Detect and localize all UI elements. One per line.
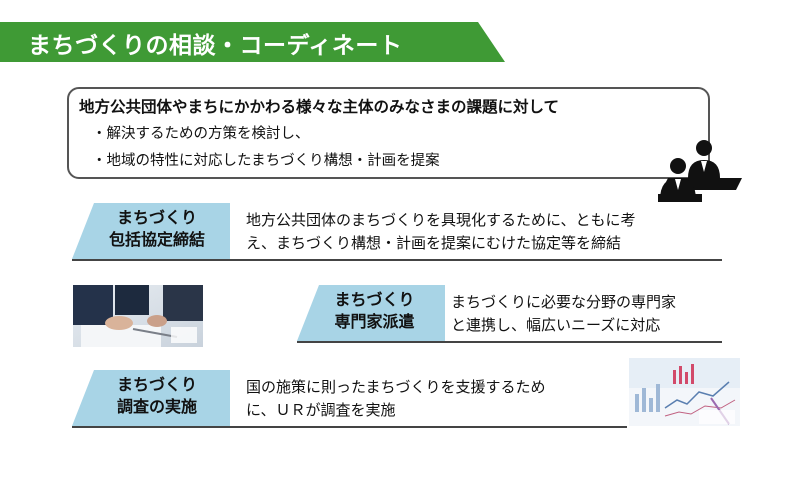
- page-title: まちづくりの相談・コーディネート: [28, 33, 403, 59]
- intro-bullet: ・解決するための方策を検討し、: [92, 126, 310, 142]
- item-label-line: まちづくり: [334, 290, 415, 309]
- item-label: まちづくり 専門家派遣: [312, 289, 437, 333]
- item-label-box: [72, 203, 230, 259]
- item-description-line: まちづくりに必要な分野の専門家: [451, 293, 677, 311]
- item-label-line: まちづくり: [116, 375, 197, 394]
- item-description-line: と連携し、幅広いニーズに対応: [451, 316, 661, 334]
- item-label: まちづくり 調査の実施: [92, 374, 222, 418]
- item-label-box: [72, 370, 230, 426]
- item-description: 国の施策に則ったまちづくりを支援するため に、ＵＲが調査を実施: [246, 376, 546, 422]
- intro-heading: 地方公共団体やまちにかかわる様々な主体のみなさまの課題に対して: [79, 98, 560, 116]
- item-description: 地方公共団体のまちづくりを具現化するために、ともに考 え、まちづくり構想・計画を…: [246, 209, 636, 255]
- chart-documents-photo: [629, 358, 740, 426]
- item-label-line: 包括協定締結: [108, 230, 205, 249]
- intro-box: [67, 87, 710, 179]
- item-label-line: 調査の実施: [116, 397, 197, 416]
- item-description-line: え、まちづくり構想・計画を提案にむけた協定等を締結: [246, 234, 622, 252]
- item-description-line: 国の施策に則ったまちづくりを支援するため: [246, 378, 546, 396]
- consultation-people-icon: [658, 140, 742, 202]
- item-label: まちづくり 包括協定締結: [92, 207, 222, 251]
- item-label-line: 専門家派遣: [334, 312, 415, 331]
- item-description: まちづくりに必要な分野の専門家 と連携し、幅広いニーズに対応: [451, 291, 676, 337]
- item-description-line: 地方公共団体のまちづくりを具現化するために、ともに考: [246, 211, 636, 229]
- title-banner: [0, 22, 505, 62]
- item-label-line: まちづくり: [116, 208, 197, 227]
- item-underline: [72, 259, 722, 261]
- item-description-line: に、ＵＲが調査を実施: [246, 401, 396, 419]
- item-label-box: [297, 285, 445, 341]
- item-underline: [297, 341, 722, 343]
- business-meeting-photo: [73, 285, 203, 347]
- item-underline: [72, 426, 627, 428]
- intro-bullet: ・地域の特性に対応したまちづくり構想・計画を提案: [92, 153, 440, 169]
